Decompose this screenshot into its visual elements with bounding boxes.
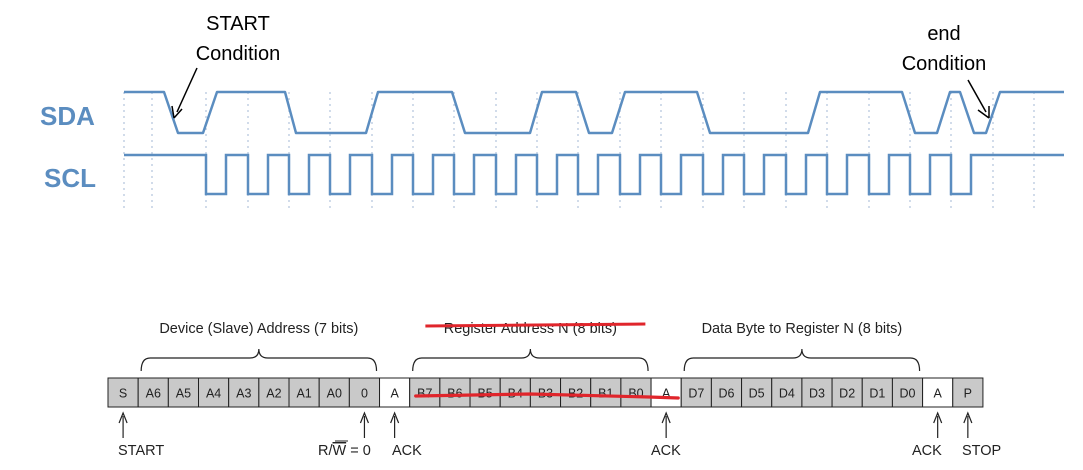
frame-cell-label: A0 [327, 387, 342, 401]
frame-cell-label: A2 [266, 387, 281, 401]
frame-cell-label: D0 [900, 387, 916, 401]
frame-cell-label: D3 [809, 387, 825, 401]
group-label: Device (Slave) Address (7 bits) [159, 321, 358, 337]
timing-grid [123, 92, 1035, 212]
frame-cell-label: D6 [718, 387, 734, 401]
group-brace [140, 348, 378, 372]
marker-arrowhead [963, 411, 973, 424]
frame-cell [620, 377, 652, 408]
frame-cell [167, 377, 200, 408]
group-brace [683, 348, 921, 372]
end-annotation-line1: end [927, 23, 960, 45]
frame-cell-label: A [390, 387, 399, 401]
marker-label: STOP [962, 443, 1001, 459]
frame-cell-label: D4 [779, 387, 795, 401]
frame-cell [741, 377, 773, 408]
frame-markers: START R/W = 0 ACK ACK ACK STOP [118, 411, 1001, 459]
group-brace [412, 348, 649, 372]
marker-arrowhead [390, 411, 400, 424]
frame-diagram: Device (Slave) Address (7 bits)Register … [107, 321, 1001, 459]
frame-cell [318, 377, 350, 408]
start-annotation-line2: Condition [196, 43, 281, 65]
frame-cell [952, 377, 984, 408]
frame-cell-label: B2 [568, 387, 583, 401]
frame-cell-label: D5 [749, 387, 765, 401]
frame-cell-label: 0 [361, 387, 368, 401]
timing-diagram: SDA SCL START Condition end Condition [40, 13, 1064, 212]
frame-cell-label: A3 [236, 387, 251, 401]
marker-arrowhead [661, 411, 671, 424]
frame-cell-label: A5 [176, 387, 191, 401]
end-annotation-arrow [967, 79, 990, 119]
frame-cell [831, 377, 863, 408]
frame-cell [288, 377, 320, 408]
frame-cell-label: B6 [447, 387, 462, 401]
marker-label: START [118, 443, 164, 459]
marker-arrowhead [118, 411, 128, 424]
frame-cell [590, 377, 622, 408]
frame-cell-label: A [934, 387, 943, 401]
frame-cell-label: P [964, 387, 972, 401]
start-annotation-line1: START [206, 13, 270, 35]
frame-cell [680, 377, 712, 408]
marker-arrowhead [359, 411, 370, 424]
sda-label: SDA [40, 101, 95, 131]
frame-cell [379, 377, 411, 408]
marker-label: ACK [392, 443, 422, 459]
sda-waveform [124, 90, 1064, 135]
frame-cell-label: D7 [688, 387, 704, 401]
scl-label: SCL [44, 163, 96, 193]
frame-cell-label: D1 [869, 387, 885, 401]
group-brackets: Device (Slave) Address (7 bits)Register … [140, 321, 921, 372]
frame-cell [771, 377, 803, 408]
scl-waveform [124, 153, 1064, 196]
frame-cell-label: D2 [839, 387, 855, 401]
frame-cell-label: A [662, 387, 671, 401]
marker-arrowhead [933, 411, 943, 424]
frame-cell-label: A1 [296, 387, 311, 401]
start-annotation-arrow [171, 67, 198, 119]
marker-label: ACK [651, 443, 681, 459]
frame-cell-label: A6 [146, 387, 161, 401]
frame-cell [107, 377, 139, 408]
frame-cell-label: B1 [598, 387, 613, 401]
marker-label: R/W = 0 [318, 443, 371, 459]
frame-cell-label: A4 [206, 387, 221, 401]
frame-cell-label: S [119, 387, 127, 401]
group-label: Data Byte to Register N (8 bits) [702, 321, 903, 337]
cells-strikethrough [414, 392, 680, 400]
end-annotation-line2: Condition [902, 53, 987, 75]
frame-cell-label: B7 [417, 387, 432, 401]
frame-cell [650, 377, 682, 408]
strike-lines [414, 392, 680, 400]
group-label-strikethrough [425, 322, 646, 328]
frame-cell [348, 377, 381, 408]
marker-label: ACK [912, 443, 942, 459]
frame-cell [801, 377, 833, 408]
